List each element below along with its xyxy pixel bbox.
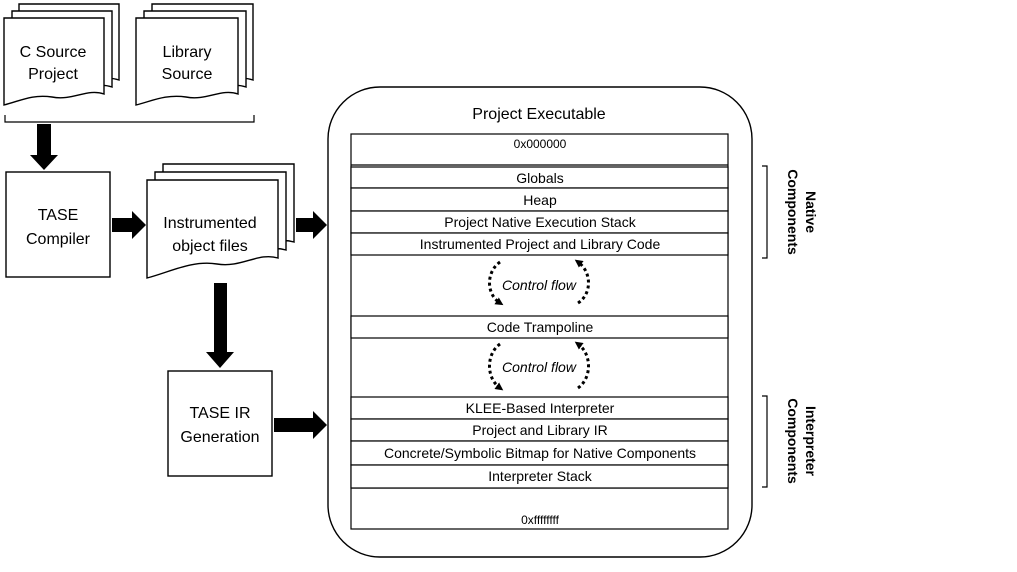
segment-interpreter-stack: Interpreter Stack bbox=[488, 468, 592, 484]
code-trampoline-box bbox=[350, 315, 729, 339]
control-flow-label-upper: Control flow bbox=[502, 277, 577, 293]
tase-compiler-label-line1: TASE bbox=[38, 207, 79, 224]
library-source-label-line2: Source bbox=[162, 66, 213, 83]
segment-heap: Heap bbox=[523, 192, 557, 208]
interpreter-components-label-line1: Interpreter bbox=[803, 406, 819, 477]
object-files-label-line2: object files bbox=[172, 238, 248, 255]
segment-project-library-ir: Project and Library IR bbox=[472, 422, 607, 438]
ir-generation-label-line2: Generation bbox=[180, 429, 259, 446]
native-segments: Globals Heap Project Native Execution St… bbox=[350, 166, 729, 256]
tase-ir-generation-box: TASE IR Generation bbox=[167, 370, 273, 477]
library-source-label-line1: Library bbox=[163, 44, 212, 61]
interpreter-components-bracket: Interpreter Components bbox=[762, 395, 819, 488]
arrow-objects-to-ir-generation bbox=[206, 283, 234, 368]
c-source-label-line2: Project bbox=[28, 66, 78, 83]
address-bottom: 0xffffffff bbox=[521, 513, 559, 527]
segment-native-execution-stack: Project Native Execution Stack bbox=[444, 214, 636, 230]
control-flow-cycle-upper: Control flow bbox=[488, 259, 590, 306]
arrow-compiler-to-objects bbox=[112, 211, 146, 239]
control-flow-cycle-lower: Control flow bbox=[488, 341, 590, 391]
arrow-sources-to-compiler bbox=[30, 124, 58, 170]
segment-klee-interpreter: KLEE-Based Interpreter bbox=[466, 400, 615, 416]
tase-compiler-label-line2: Compiler bbox=[26, 231, 91, 248]
segment-symbolic-bitmap: Concrete/Symbolic Bitmap for Native Comp… bbox=[384, 445, 696, 461]
project-executable-title: Project Executable bbox=[472, 106, 606, 123]
sources-grouping-brace bbox=[4, 115, 255, 123]
tase-compiler-box: TASE Compiler bbox=[5, 171, 111, 278]
c-source-label-line1: C Source bbox=[20, 44, 87, 61]
project-executable: Project Executable 0x000000 0xffffffff G… bbox=[327, 86, 753, 558]
ir-generation-label-line1: TASE IR bbox=[189, 405, 250, 422]
segment-globals: Globals bbox=[516, 170, 563, 186]
code-trampoline-label: Code Trampoline bbox=[487, 319, 594, 335]
interpreter-components-label-line2: Components bbox=[785, 398, 801, 484]
arrow-ir-to-executable bbox=[274, 411, 327, 439]
native-components-bracket: Native Components bbox=[762, 165, 819, 259]
object-files-label-line1: Instrumented bbox=[163, 215, 256, 232]
native-components-label-line1: Native bbox=[803, 191, 819, 233]
library-source-doc: Library Source bbox=[135, 3, 254, 106]
instrumented-object-files-doc: Instrumented object files bbox=[146, 163, 295, 279]
control-flow-label-lower: Control flow bbox=[502, 359, 577, 375]
segment-instrumented-code: Instrumented Project and Library Code bbox=[420, 236, 661, 252]
interpreter-segments: KLEE-Based Interpreter Project and Libra… bbox=[350, 396, 729, 489]
address-top: 0x000000 bbox=[514, 137, 567, 151]
native-components-label-line2: Components bbox=[785, 169, 801, 255]
c-source-project-doc: C Source Project bbox=[3, 3, 120, 106]
arrow-objects-to-executable bbox=[296, 211, 327, 239]
